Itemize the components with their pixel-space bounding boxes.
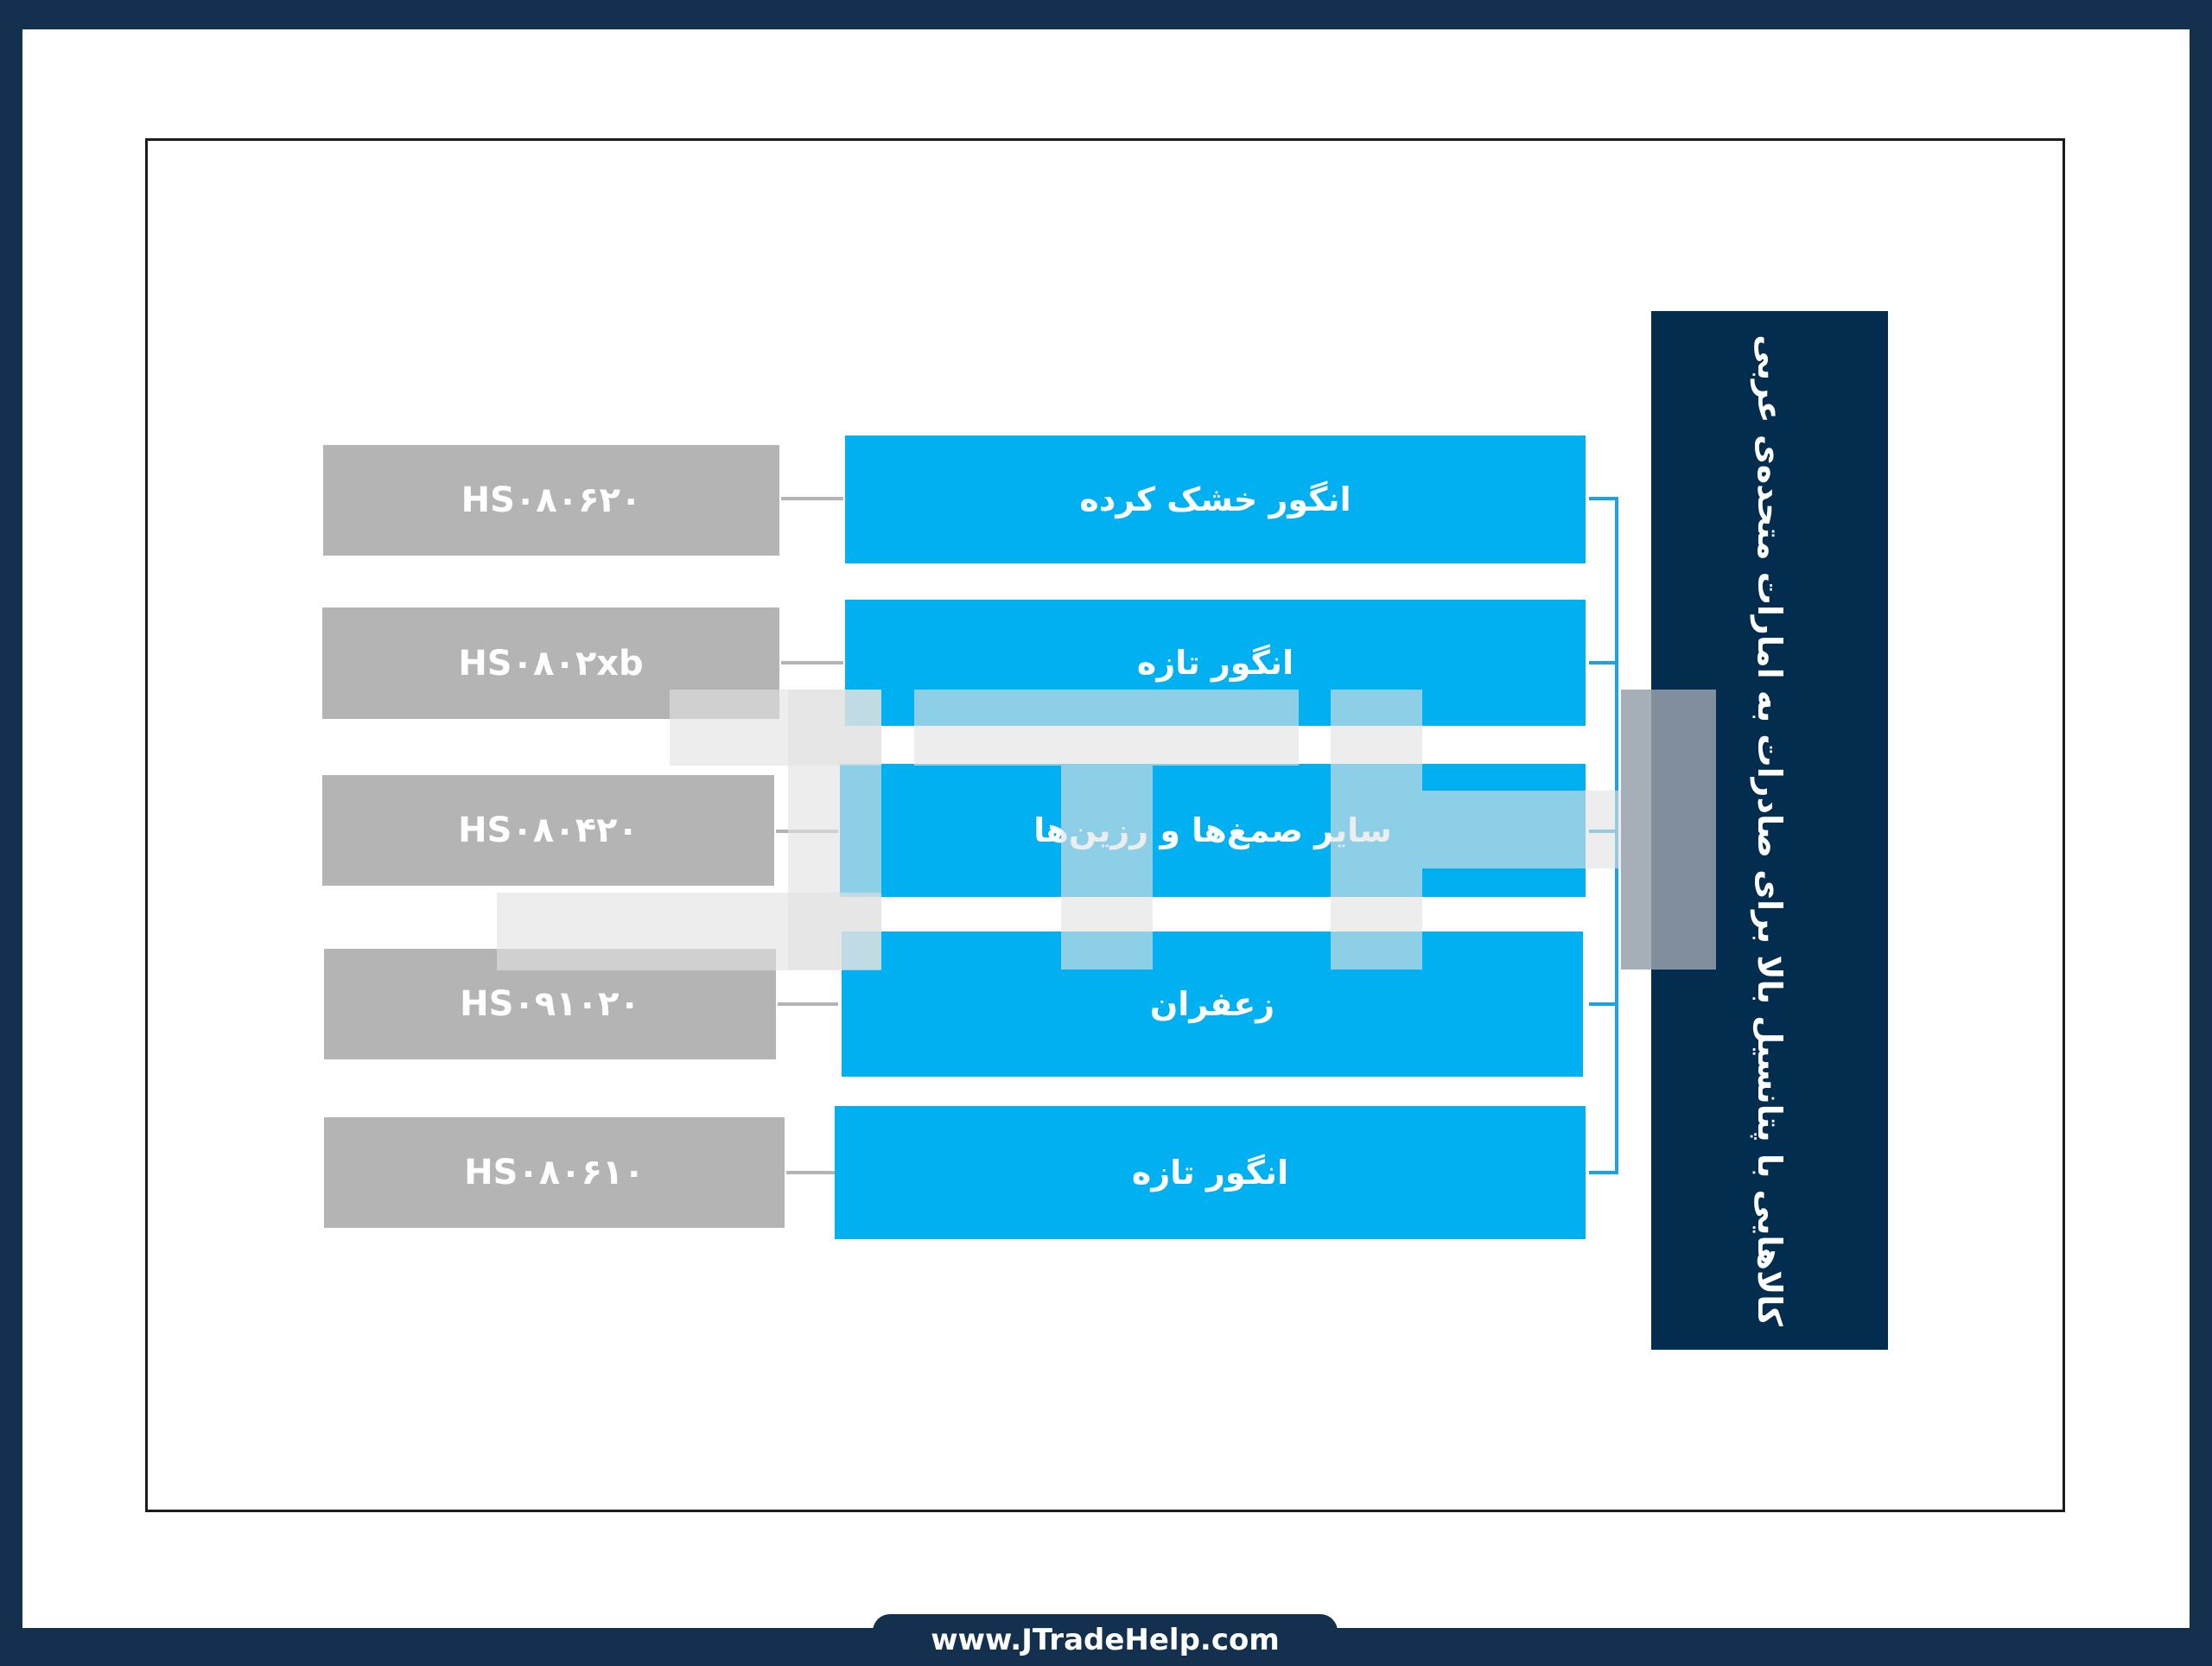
connector-line — [781, 661, 843, 664]
category-box: زعفران — [842, 932, 1583, 1077]
connector-line — [786, 1171, 835, 1174]
diagram-title: کالاهایی با پتانسیل بالا برای صادرات به … — [1751, 334, 1789, 1326]
category-box: انگور خشک کرده — [845, 436, 1586, 563]
hs-code-box: HS۰۸۰۴۲۰ — [322, 775, 774, 886]
bracket-tick — [1589, 661, 1618, 664]
bracket-tick — [1589, 1171, 1618, 1174]
category-box: انگور تازه — [835, 1106, 1586, 1239]
connector-line — [781, 497, 843, 500]
hs-code-box: HS۰۸۰۶۲۰ — [323, 445, 779, 556]
connector-line — [778, 1002, 838, 1006]
bracket-tick — [1589, 497, 1618, 500]
bracket-tick — [1589, 1002, 1618, 1006]
website-url[interactable]: www.JTradeHelp.com — [873, 1614, 1338, 1666]
hs-code-box: HS۰۸۰۶۱۰ — [324, 1117, 785, 1228]
